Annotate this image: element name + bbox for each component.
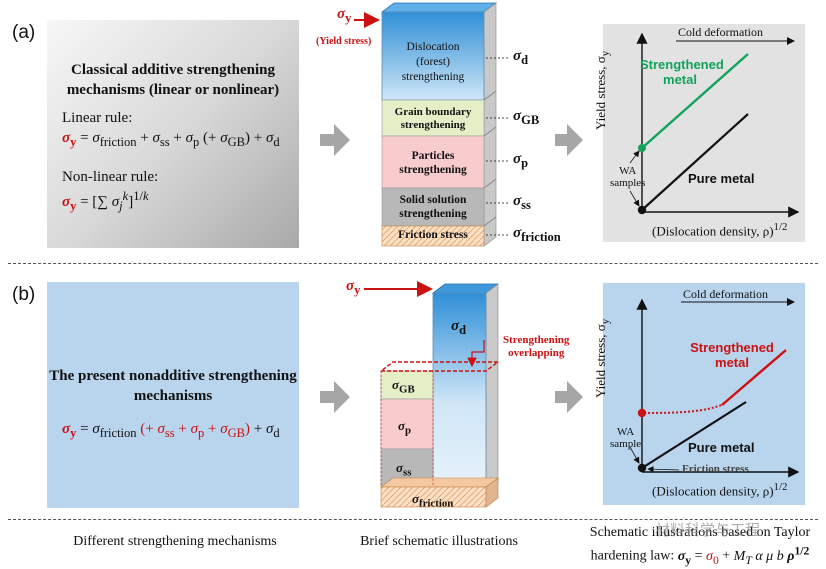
layer-dislocation-line2: (forest) [416,56,450,68]
separator-top [8,263,818,264]
nonlinear-rule-equation: σy = [∑ σjk]1/k [62,189,149,213]
panel-a-label: (a) [12,22,36,43]
graph-b [603,283,805,505]
graph-a-wa-line1: WA [619,165,637,177]
layer-dislocation-line3: strengthening [401,71,465,83]
caption-taylor-line2: hardening law: σy = σ0 + MT α μ b ρ1/2 [590,544,810,567]
classical-mechanisms-box [47,20,299,248]
layer-dislocation-line1: Dislocation [406,41,460,53]
nonadditive-title-line2: mechanisms [133,388,213,404]
nonadditive-mechanisms-box [47,282,299,508]
graph-b-x-axis-text: (Dislocation density, ρ) [652,483,774,499]
graph-a-x-axis: (Dislocation density, ρ)1/2 [652,221,788,239]
process-arrow-a2 [555,124,583,156]
layer-gb-line1: Grain boundary [394,106,472,118]
column-b-sigma-gb: σGB [392,377,415,396]
linear-rule-label: Linear rule: [62,110,133,126]
graph-b-strengthened-line1: Strengthened [690,340,774,355]
linear-rule-equation: σy = σfriction + σss + σp (+ σGB) + σd [62,130,280,149]
graph-a-wa-label: WA samples [610,165,645,189]
column-a-sigma-y: σy [337,6,352,25]
symbol-sigma-friction: σfriction [513,225,561,244]
graph-a-y-axis-text: Yield stress, σ [593,56,608,130]
symbol-sigma-gb: σGB [513,108,540,127]
layer-dislocation-label: Dislocation (forest) strengthening [382,40,484,85]
nonlinear-rule-label: Non-linear rule: [62,169,159,185]
caption-taylor-line2-text: hardening law: [590,548,675,564]
symbol-sigma-d: σd [513,48,529,67]
graph-a-x-axis-text: (Dislocation density, ρ) [652,223,774,239]
graph-a-pure-label: Pure metal [688,171,755,186]
column-b-sigma-y: σy [346,278,361,297]
caption-schematic: Brief schematic illustrations [360,534,518,549]
process-arrow-b2 [555,381,583,413]
separator-bottom [8,519,818,520]
overlap-label-line1: Strengthening [503,334,570,346]
layer-p-line2: strengthening [399,164,467,176]
graph-a-strengthened-line2: metal [663,72,697,87]
caption-mechanisms: Different strengthening mechanisms [73,534,277,549]
graph-a-cold-deformation: Cold deformation [678,25,763,39]
column-a [354,2,508,247]
graph-b-cold-deformation: Cold deformation [683,287,768,301]
graph-b-strengthened-label: Strengthened metal [690,340,774,370]
graph-a-y-axis: Yield stress, σy [593,50,612,130]
graph-b-wa-line2: sample [610,438,642,450]
process-arrow-a1 [320,124,350,156]
nonadditive-title-line1: The present nonadditive strengthening [49,368,297,384]
layer-gb-line2: strengthening [400,119,466,131]
graph-a-wa-line2: samples [610,177,646,189]
layer-ss-line2: strengthening [399,208,467,220]
symbol-sigma-p: σp [513,151,529,170]
graph-b-y-axis-text: Yield stress, σ [593,324,608,398]
overlap-label-line2: overlapping [508,347,565,359]
column-b-sigma-ss: σss [396,460,412,479]
layer-p-line1: Particles [411,150,455,162]
layer-particles-label: Particles strengthening [382,149,484,177]
column-b-sigma-d: σd [451,318,467,337]
caption-taylor: Schematic illustrations based on Taylor … [580,524,820,569]
classical-title: Classical additive strengthening mechani… [47,60,299,100]
classical-title-line2: mechanisms (linear or nonlinear) [66,82,280,98]
watermark: 材料科学与工程 [655,521,761,539]
graph-b-x-axis: (Dislocation density, ρ)1/2 [652,481,788,499]
graph-b-y-axis: Yield stress, σy [593,318,612,398]
process-arrow-b1 [320,381,350,413]
graph-b-pure-label: Pure metal [688,440,755,455]
caption-taylor-line1: Schematic illustrations based on Taylor [589,525,811,540]
column-b-sigma-friction: σfriction [412,491,454,510]
column-b-sigma-p: σp [398,418,412,437]
graph-b-wa-label: WA sample [610,426,641,450]
graph-a-strengthened-line1: Strengthened [640,57,724,72]
overlap-label: Strengthening overlapping [503,334,569,360]
layer-solid-solution-label: Solid solution strengthening [382,193,484,221]
panel-b-label: (b) [12,284,36,305]
classical-title-line1: Classical additive strengthening [71,62,275,78]
layer-friction-label: Friction stress [398,229,468,241]
layer-ss-line1: Solid solution [399,194,467,206]
graph-b-friction-label: Friction stress [682,463,749,475]
column-b [364,281,501,508]
graph-a-strengthened-label: Strengthened metal [640,57,724,87]
layer-grain-boundary-label: Grain boundary strengthening [382,106,484,132]
nonadditive-title: The present nonadditive strengthening me… [47,366,299,406]
graph-b-wa-line1: WA [617,426,635,438]
graph-b-strengthened-line2: metal [715,355,749,370]
symbol-sigma-ss: σss [513,193,531,212]
graph-a [603,24,805,242]
nonadditive-equation: σy = σfriction (+ σss + σp + σGB) + σd [62,421,280,440]
column-a-yield-label: (Yield stress) [316,36,372,47]
